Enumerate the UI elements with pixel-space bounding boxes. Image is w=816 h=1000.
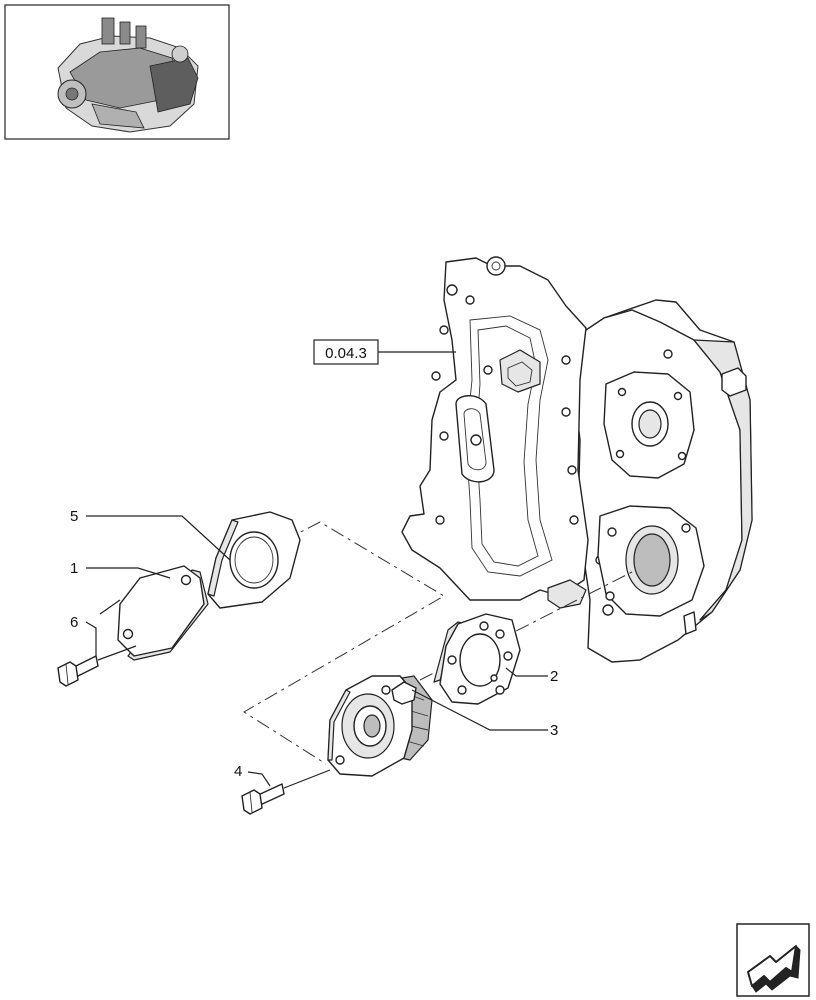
next-page-arrow-icon[interactable] <box>736 923 810 997</box>
callout-2: 2 <box>550 668 558 685</box>
callout-4: 4 <box>234 763 242 780</box>
cover-plate-part-1 <box>117 565 209 661</box>
callout-6: 6 <box>70 614 78 631</box>
engine-thumbnail-icon <box>4 4 230 140</box>
callout-5: 5 <box>70 508 78 525</box>
bolt-part-4 <box>241 783 285 815</box>
callout-1: 1 <box>70 560 78 577</box>
gasket-part-5 <box>207 511 301 609</box>
gasket-part-2 <box>433 613 521 705</box>
reference-label: 0.04.3 <box>325 345 367 362</box>
callout-3: 3 <box>550 722 558 739</box>
pump-part-3 <box>327 675 433 777</box>
bolt-part-6 <box>57 655 99 687</box>
timing-cover-housing <box>401 256 753 663</box>
reference-box: 0.04.3 <box>313 339 379 365</box>
